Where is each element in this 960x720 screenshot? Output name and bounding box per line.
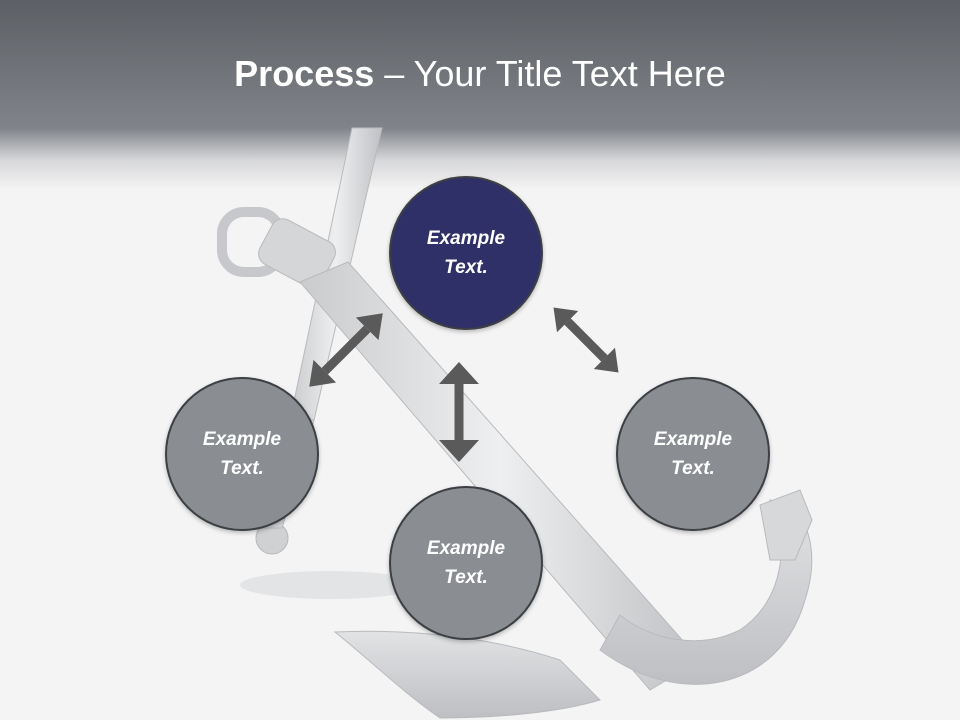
slide-title: Process – Your Title Text Here — [0, 52, 960, 96]
process-node-right: Example Text. — [616, 377, 770, 531]
title-rest: – Your Title Text Here — [374, 53, 726, 94]
process-node-top: Example Text. — [389, 176, 543, 330]
node-text: Example Text. — [426, 228, 506, 278]
double-arrow-vertical — [439, 362, 479, 462]
double-arrow-top-left — [309, 313, 383, 387]
node-text: Example Text. — [426, 538, 506, 588]
title-bold: Process — [234, 53, 375, 94]
process-node-left: Example Text. — [165, 377, 319, 531]
title-bar — [0, 0, 960, 190]
node-text: Example Text. — [653, 429, 733, 479]
process-node-bottom: Example Text. — [389, 486, 543, 640]
double-arrow-top-right — [553, 307, 619, 373]
node-text: Example Text. — [202, 429, 282, 479]
